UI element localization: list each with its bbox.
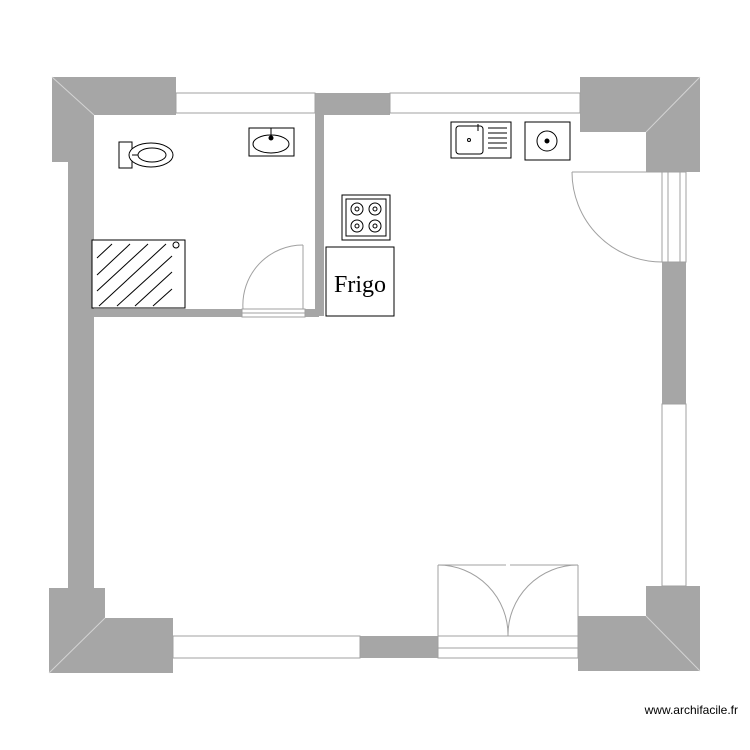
wall-top-middle: [315, 93, 390, 115]
partition-bathroom-bottom-right: [305, 309, 319, 317]
wall-right-upper: [662, 262, 686, 404]
partition-bathroom-bottom-left: [92, 309, 242, 317]
fixtures: [91, 121, 571, 317]
window-right: [661, 403, 687, 587]
shower-icon: [91, 239, 186, 309]
fridge-label: Frigo: [334, 272, 386, 298]
hob-icon: [341, 194, 391, 241]
toilet-icon: [118, 141, 174, 169]
window-bottom-left: [172, 635, 361, 659]
wall-left: [68, 162, 94, 590]
doors: [241, 171, 687, 649]
entrance-door: [571, 171, 687, 263]
walls: [49, 77, 700, 673]
windows: [172, 92, 687, 659]
corner-diagonals: [48, 76, 701, 674]
single-burner-icon: [524, 121, 571, 161]
fridge: [325, 246, 395, 317]
bathroom-door: [241, 244, 306, 318]
double-french-door: [437, 564, 579, 649]
wall-corner-top-left-2: [52, 77, 94, 162]
wall-corner-bottom-left-2: [49, 618, 173, 673]
kitchen-sink-icon: [450, 121, 512, 159]
window-bottom-right: [437, 635, 579, 659]
partition-bathroom-right: [315, 113, 324, 316]
washbasin-icon: [248, 127, 295, 157]
wall-corner-top-right-2: [646, 77, 700, 172]
window-top-right: [389, 92, 581, 114]
wall-bottom-middle: [360, 636, 438, 658]
wall-corner-bottom-right-2: [646, 586, 700, 671]
credit-watermark: www.archifacile.fr: [644, 703, 738, 717]
window-top-left: [175, 92, 316, 114]
